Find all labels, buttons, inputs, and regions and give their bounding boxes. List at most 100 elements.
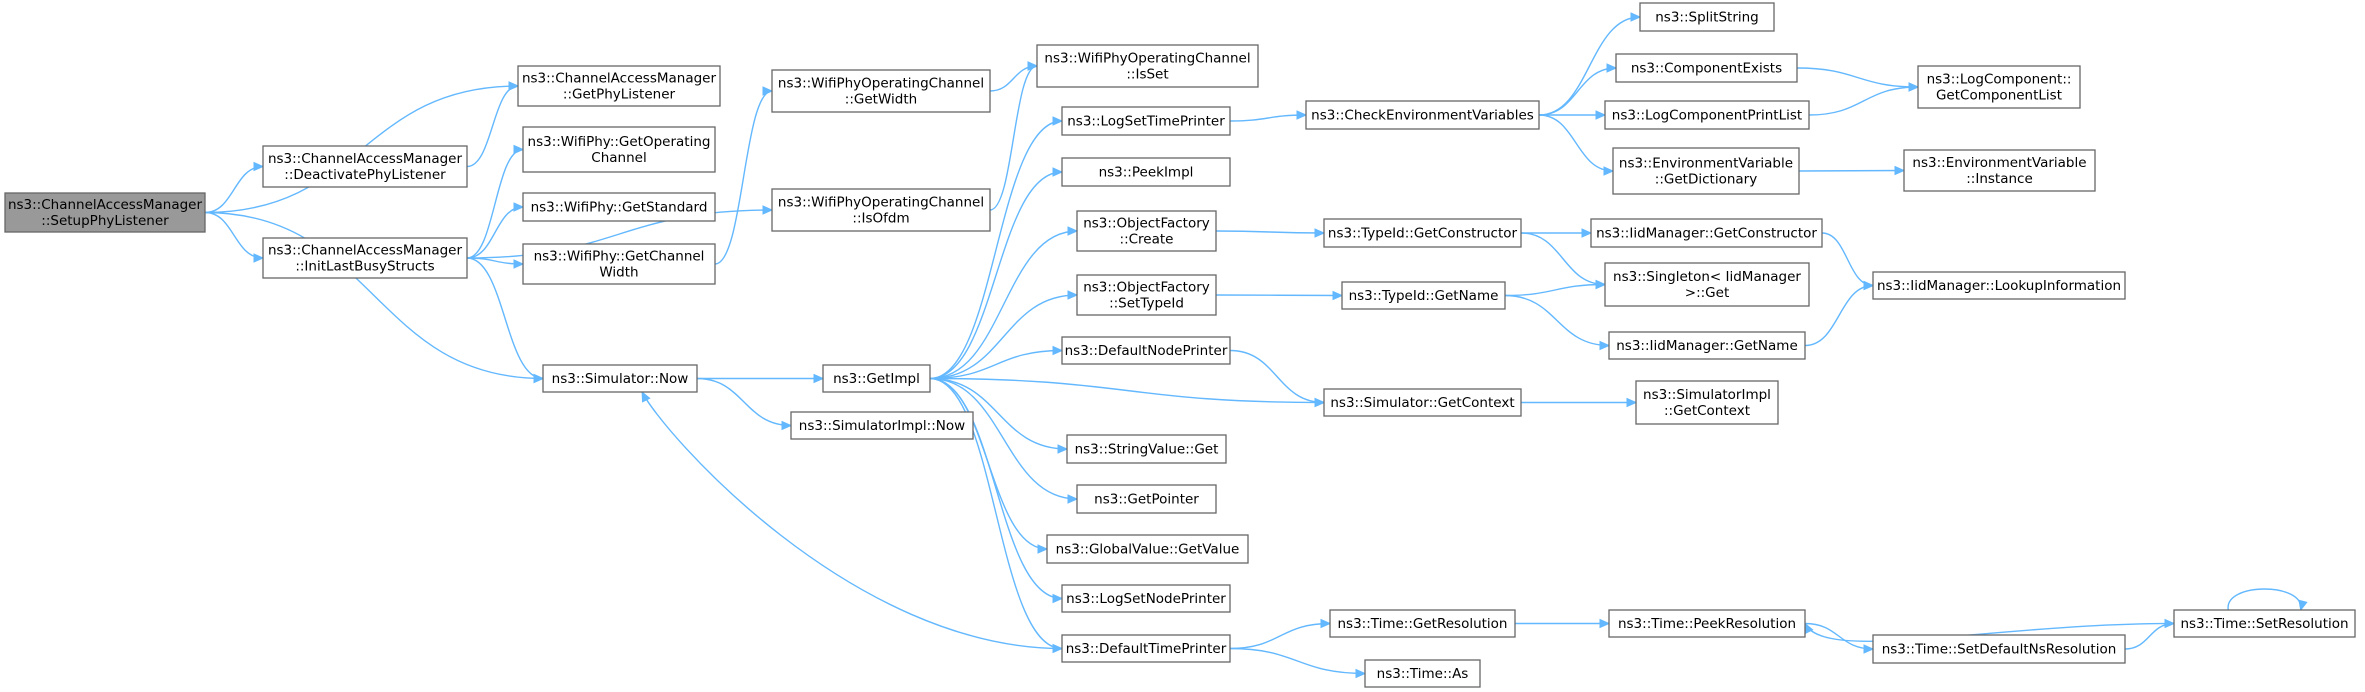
graph-node-getstandard[interactable]: ns3::WifiPhy::GetStandard [522, 192, 716, 222]
graph-node-simgetcontext[interactable]: ns3::Simulator::GetContext [1323, 388, 1522, 417]
edge-arrowhead [762, 205, 774, 215]
edge-getimpl-to-defnodeprinter [929, 345, 1064, 380]
edge-line [2227, 588, 2302, 611]
graph-node-getphylistener[interactable]: ns3::ChannelAccessManager::GetPhyListene… [517, 65, 721, 107]
node-box [1036, 44, 1259, 88]
edge-timegetres-to-timepeekres [1515, 618, 1611, 629]
graph-node-logsettime[interactable]: ns3::LogSetTimePrinter [1061, 106, 1231, 136]
edge-arrowhead [1606, 63, 1618, 73]
edge-arrowhead [1894, 165, 1906, 176]
node-box [1590, 218, 1823, 248]
graph-node-simnow[interactable]: ns3::Simulator::Now [542, 364, 698, 393]
node-box [517, 65, 721, 107]
edge-line [929, 171, 1063, 380]
graph-node-deftimeprinter[interactable]: ns3::DefaultTimePrinter [1061, 634, 1231, 663]
node-label-line: ::IsSet [1126, 67, 1168, 83]
edge-arrowhead [1320, 618, 1332, 629]
edge-getchwidth-to-opchgetwidth [714, 86, 774, 265]
graph-node-stringvalueget[interactable]: ns3::StringValue::Get [1066, 434, 1227, 464]
graph-node-checkenv[interactable]: ns3::CheckEnvironmentVariables [1305, 100, 1540, 130]
edge-checkenv-to-envgetdict [1538, 114, 1615, 176]
graph-node-logsetnode[interactable]: ns3::LogSetNodePrinter [1061, 584, 1231, 613]
node-box [1061, 157, 1231, 187]
node-label-line: >::Get [1685, 285, 1729, 301]
graph-node-timegetres[interactable]: ns3::Time::GetResolution [1329, 609, 1516, 638]
graph-node-typeidgetname[interactable]: ns3::TypeId::GetName [1341, 281, 1506, 310]
graph-node-initlast[interactable]: ns3::ChannelAccessManager::InitLastBusyS… [262, 237, 468, 279]
node-label-line: ns3::IidManager::GetName [1616, 338, 1798, 354]
edge-line [204, 165, 264, 214]
node-box [1612, 147, 1800, 195]
node-label-line: ::GetPhyListener [563, 87, 676, 103]
graph-node-timesetdefns[interactable]: ns3::Time::SetDefaultNsResolution [1872, 634, 2126, 664]
graph-node-setup[interactable]: ns3::ChannelAccessManager::SetupPhyListe… [4, 192, 206, 233]
graph-node-opchisofdm[interactable]: ns3::WifiPhyOperatingChannel::IsOfdm [771, 188, 991, 232]
graph-node-deactivate[interactable]: ns3::ChannelAccessManager::DeactivatePhy… [262, 145, 468, 188]
edge-line [929, 294, 1078, 380]
edge-simgetcontext-to-simimplgetctx [1521, 397, 1638, 408]
graph-node-iidgetname[interactable]: ns3::IidManager::GetName [1608, 331, 1806, 360]
edge-iidgetname-to-iidlookup [1804, 280, 1875, 347]
edge-arrowhead [1332, 290, 1344, 301]
edge-line [1215, 230, 1325, 234]
graph-node-compexists[interactable]: ns3::ComponentExists [1615, 53, 1798, 83]
node-label-line: ns3::IidManager::LookupInformation [1877, 278, 2121, 294]
edge-iidgetctor-to-iidlookup [1821, 232, 1875, 291]
graph-node-timesetres[interactable]: ns3::Time::SetResolution [2173, 609, 2356, 638]
edge-envgetdict-to-envinstance [1798, 165, 1906, 176]
graph-node-iidgetctor[interactable]: ns3::IidManager::GetConstructor [1590, 218, 1823, 248]
node-label-line: ::SetupPhyListener [41, 213, 169, 229]
node-label-line: ns3::SimulatorImpl [1643, 387, 1771, 403]
edge-line [641, 391, 1063, 650]
graph-node-globalvalue[interactable]: ns3::GlobalValue::GetValue [1046, 534, 1249, 564]
edge-line [1804, 284, 1874, 347]
graph-node-splitstring[interactable]: ns3::SplitString [1639, 2, 1775, 32]
node-box [1917, 65, 2081, 109]
graph-node-envinstance[interactable]: ns3::EnvironmentVariable::Instance [1903, 149, 2096, 192]
node-box [790, 411, 974, 440]
edge-ofsettypeid-to-typeidgetname [1215, 290, 1344, 301]
graph-node-getimpl[interactable]: ns3::GetImpl [822, 364, 931, 393]
edge-arrowhead [1626, 397, 1638, 408]
node-box [1061, 336, 1231, 365]
edge-arrowhead [1067, 494, 1079, 504]
graph-node-ofcreate[interactable]: ns3::ObjectFactory::Create [1076, 210, 1217, 252]
graph-node-getpointer[interactable]: ns3::GetPointer [1076, 484, 1217, 514]
node-box [1305, 100, 1540, 130]
graph-node-envgetdict[interactable]: ns3::EnvironmentVariable::GetDictionary [1612, 147, 1800, 195]
node-label-line: ns3::TypeId::GetName [1349, 288, 1499, 304]
edge-arrowhead [813, 373, 825, 384]
node-label-line: ns3::LogComponentPrintList [1612, 108, 1802, 124]
node-box [1066, 434, 1227, 464]
node-box [262, 237, 468, 279]
edge-arrowhead [508, 81, 520, 91]
node-label-line: ::GetWidth [845, 92, 917, 108]
graph-node-timepeekres[interactable]: ns3::Time::PeekResolution [1608, 609, 1806, 638]
node-label-line: ::Instance [1966, 171, 2033, 187]
graph-node-timeas[interactable]: ns3::Time::As [1364, 659, 1481, 688]
graph-node-logcompprintlist[interactable]: ns3::LogComponentPrintList [1604, 100, 1810, 130]
graph-node-logcompgetlist[interactable]: ns3::LogComponent::GetComponentList [1917, 65, 2081, 109]
edge-line [1215, 294, 1343, 297]
graph-node-opchisset[interactable]: ns3::WifiPhyOperatingChannel::IsSet [1036, 44, 1259, 88]
node-label-line: ns3::IidManager::GetConstructor [1596, 226, 1817, 242]
graph-node-iidlookup[interactable]: ns3::IidManager::LookupInformation [1872, 271, 2126, 300]
node-box [1608, 609, 1806, 638]
graph-node-peekimpl[interactable]: ns3::PeekImpl [1061, 157, 1231, 187]
graph-node-ofsettypeid[interactable]: ns3::ObjectFactory::SetTypeId [1076, 274, 1217, 316]
graph-node-typeidgetctor[interactable]: ns3::TypeId::GetConstructor [1323, 218, 1522, 248]
edge-line [1804, 622, 1874, 650]
edge-arrowhead [513, 144, 525, 155]
edge-initlast-to-getstandard [466, 202, 525, 259]
graph-node-simimplgetctx[interactable]: ns3::SimulatorImpl::GetContext [1635, 380, 1779, 425]
graph-node-opchgetwidth[interactable]: ns3::WifiPhyOperatingChannel::GetWidth [771, 69, 991, 113]
graph-node-simimplnow[interactable]: ns3::SimulatorImpl::Now [790, 411, 974, 440]
graph-node-defnodeprinter[interactable]: ns3::DefaultNodePrinter [1061, 336, 1231, 365]
node-label-line: ns3::GetPointer [1094, 492, 1199, 508]
edge-typeidgetname-to-iidgetname [1504, 294, 1611, 351]
node-label-line: ns3::Time::SetResolution [2180, 616, 2348, 632]
edge-line [1538, 114, 1614, 172]
graph-node-singletonget[interactable]: ns3::Singleton< IidManager >::Get [1604, 262, 1810, 307]
